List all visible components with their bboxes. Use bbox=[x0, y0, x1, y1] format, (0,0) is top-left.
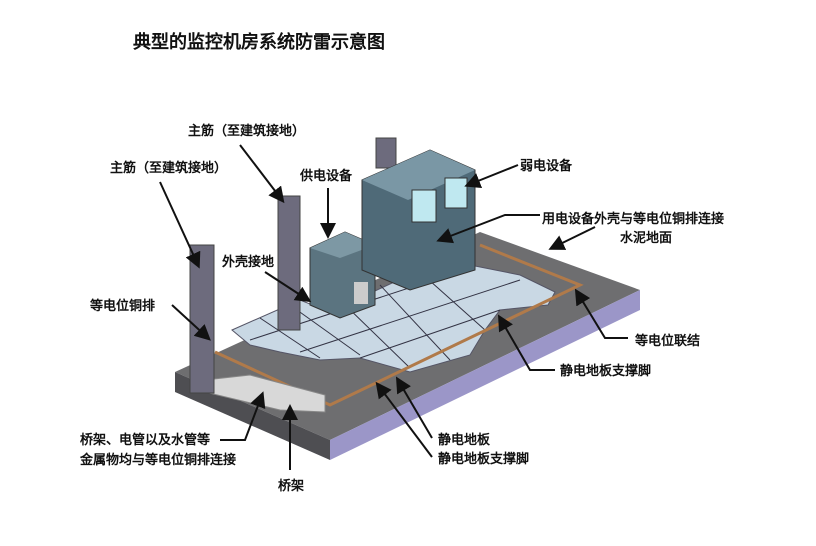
labels: 主筋（至建筑接地） 主筋（至建筑接地） 供电设备 弱电设备 用电设备外壳与等电位… bbox=[79, 123, 724, 494]
steel-column bbox=[189, 137, 397, 394]
label-main-bar-upper: 主筋（至建筑接地） bbox=[188, 123, 305, 139]
label-antistatic-floor: 静电地板 bbox=[438, 432, 491, 448]
label-weak-current-equipment: 弱电设备 bbox=[520, 158, 573, 174]
power-equipment-cabinet bbox=[309, 231, 376, 319]
label-floor-support-upper: 静电地板支撑脚 bbox=[560, 363, 651, 379]
label-power-equipment: 供电设备 bbox=[299, 168, 353, 184]
label-floor-support-lower: 静电地板支撑脚 bbox=[438, 451, 529, 467]
label-metal-note-line1: 桥架、电管以及水管等 bbox=[80, 432, 210, 448]
label-enclosure-connection: 用电设备外壳与等电位铜排连接 bbox=[541, 211, 724, 227]
label-equipotential-bonding: 等电位联结 bbox=[634, 333, 700, 349]
label-cement-floor: 水泥地面 bbox=[620, 230, 672, 246]
copper-bar bbox=[214, 243, 584, 407]
label-main-bar-lower: 主筋（至建筑接地） bbox=[110, 160, 227, 176]
weak-current-cabinet bbox=[361, 149, 476, 291]
label-equipotential-copper-bar: 等电位铜排 bbox=[89, 298, 155, 314]
diagram-title: 典型的监控机房系统防雷示意图 bbox=[133, 31, 385, 53]
label-cable-tray: 桥架 bbox=[278, 478, 304, 494]
label-enclosure-grounding: 外壳接地 bbox=[221, 254, 274, 270]
label-metal-note-line2: 金属物均与等电位铜排连接 bbox=[79, 452, 236, 468]
